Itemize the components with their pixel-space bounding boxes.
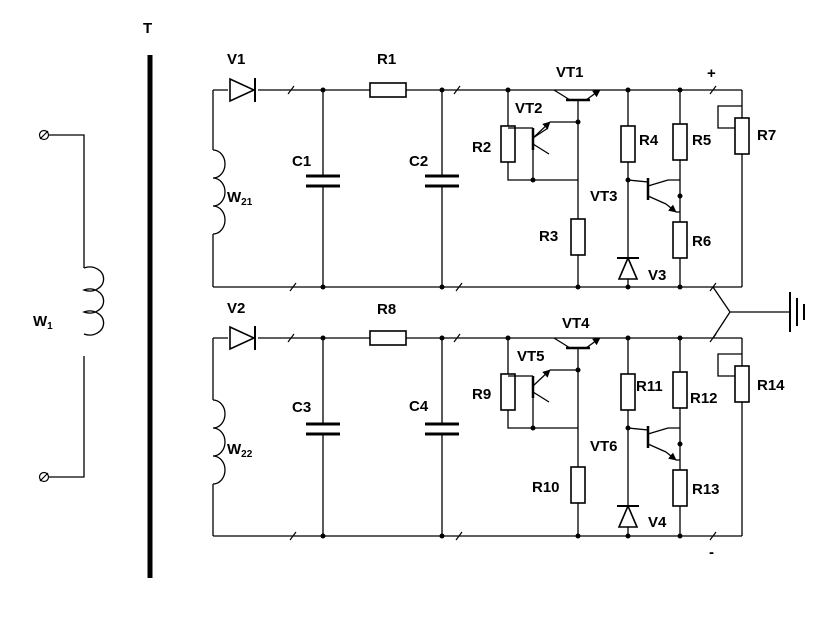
label-vt2: VT2 [515,100,543,117]
terminal-icon [38,129,50,141]
label-c1: C1 [292,153,311,170]
label-v1: V1 [227,51,245,68]
label-t: T [143,20,152,37]
label-c4: C4 [409,398,429,415]
transistor-vt2 [508,121,578,180]
resistor-r8 [369,330,407,346]
transistor-vt4 [553,337,601,536]
resistor-r3 [570,218,586,256]
label-r14: R14 [757,377,785,394]
label-r7: R7 [757,127,776,144]
resistor-r9 [500,373,516,411]
resistor-r5 [672,123,688,161]
label-r8: R8 [377,301,396,318]
transistor-vt1 [553,89,601,287]
label-vt5: VT5 [517,348,545,365]
transistor-vt6 [627,426,680,506]
upper-channel [212,77,750,292]
resistor-r4 [620,125,636,163]
label-vt4: VT4 [562,315,590,332]
resistor-r2 [500,125,516,163]
label-r5: R5 [692,132,711,149]
transistor-vt3 [627,178,680,258]
zener-diode-v3 [617,255,639,287]
potentiometer-r7 [717,90,750,287]
diode-v2 [229,325,256,351]
terminal-icon [38,471,50,483]
label-c3: C3 [292,399,311,416]
resistor-r1 [369,82,407,98]
label-r10: R10 [532,479,560,496]
primary-winding-w1 [38,129,105,483]
label-r13: R13 [692,481,720,498]
label-plus: + [707,65,716,82]
capacitor-c3 [306,338,340,536]
capacitor-c4 [425,338,459,536]
transistor-vt5 [508,369,578,428]
resistor-r12 [672,371,688,409]
label-r11: R11 [636,378,663,395]
label-r2: R2 [472,139,491,156]
label-w22: W22 [227,441,253,460]
label-v4: V4 [648,514,667,531]
label-v3: V3 [648,267,666,284]
label-vt6: VT6 [590,438,618,455]
label-c2: C2 [409,153,428,170]
label-r1: R1 [377,51,396,68]
resistor-r6 [672,221,688,259]
label-minus: - [709,544,714,561]
label-v2: V2 [227,300,245,317]
zener-diode-v4 [617,503,639,536]
resistor-r10 [570,466,586,504]
potentiometer-r14 [717,338,750,536]
label-w1: W1 [33,313,53,332]
resistor-r13 [672,469,688,507]
ground-connection [712,286,805,339]
resistor-r11 [620,373,636,411]
label-r3: R3 [539,228,558,245]
label-vt3: VT3 [590,188,618,205]
diode-v1 [229,77,256,103]
capacitor-c1 [306,90,340,287]
label-w21: W21 [227,189,253,208]
capacitor-c2 [425,90,459,287]
label-vt1: VT1 [556,64,584,81]
label-r6: R6 [692,233,711,250]
label-r4: R4 [639,132,659,149]
lower-channel [212,325,750,541]
label-r12: R12 [690,390,718,407]
label-r9: R9 [472,386,491,403]
